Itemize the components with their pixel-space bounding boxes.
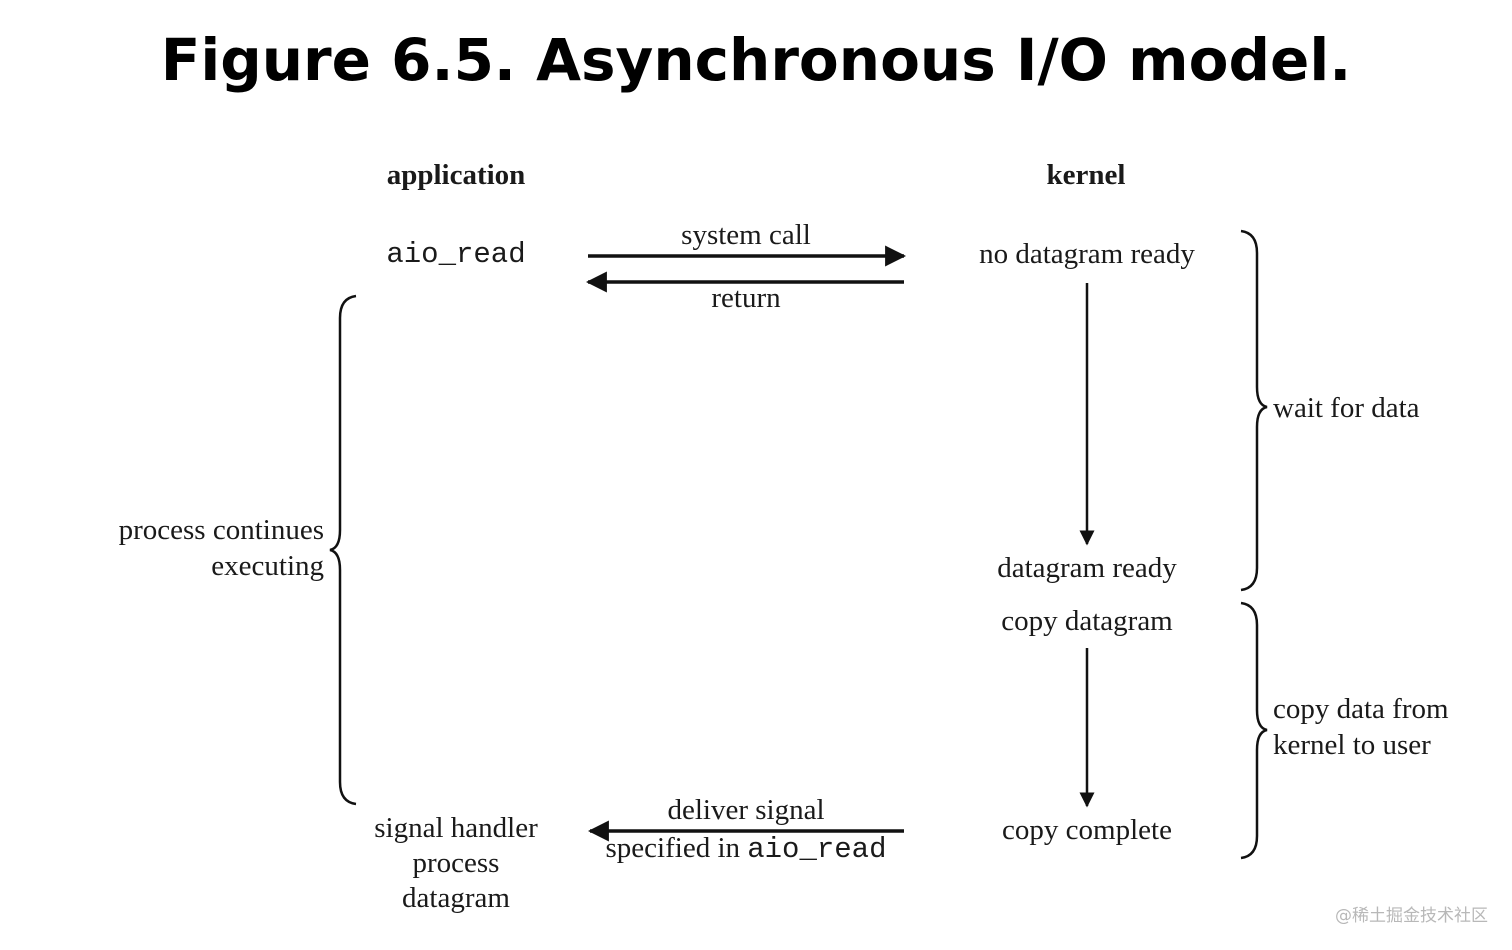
- copy-data-label: copy data from kernel to user: [1273, 691, 1449, 763]
- copy-data-line1: copy data from: [1273, 693, 1449, 725]
- specified-in-code: aio_read: [747, 833, 887, 866]
- process-continues-line1: process continues: [118, 514, 324, 546]
- system-call-label: system call: [681, 219, 811, 251]
- signal-handler-line2: process: [412, 847, 500, 879]
- specified-in-text: specified in: [605, 832, 748, 864]
- no-datagram-ready-label: no datagram ready: [979, 238, 1195, 270]
- specified-in-label: specified in aio_read: [586, 830, 906, 868]
- process-continues-brace: [329, 294, 357, 806]
- process-continues-label: process continues executing: [60, 512, 324, 584]
- wait-for-data-brace: [1240, 229, 1268, 592]
- signal-handler-line1: signal handler: [374, 812, 538, 844]
- copy-data-brace: [1240, 601, 1268, 860]
- copy-datagram-label: copy datagram: [1001, 605, 1173, 637]
- figure-title: Figure 6.5. Asynchronous I/O model.: [160, 26, 1352, 94]
- copy-complete-label: copy complete: [1002, 814, 1172, 846]
- copy-data-line2: kernel to user: [1273, 729, 1431, 761]
- wait-for-data-label: wait for data: [1273, 392, 1420, 424]
- process-continues-line2: executing: [211, 550, 324, 582]
- return-label: return: [711, 282, 781, 314]
- application-header: application: [386, 159, 526, 191]
- signal-handler-text: signal handler process datagram: [336, 811, 576, 916]
- kernel-header: kernel: [1046, 159, 1126, 191]
- signal-handler-line3: datagram: [402, 882, 510, 914]
- watermark: @稀土掘金技术社区: [1335, 906, 1488, 926]
- aio-read-call: aio_read: [386, 238, 526, 271]
- datagram-ready-label: datagram ready: [997, 552, 1177, 584]
- deliver-signal-label: deliver signal: [667, 794, 825, 826]
